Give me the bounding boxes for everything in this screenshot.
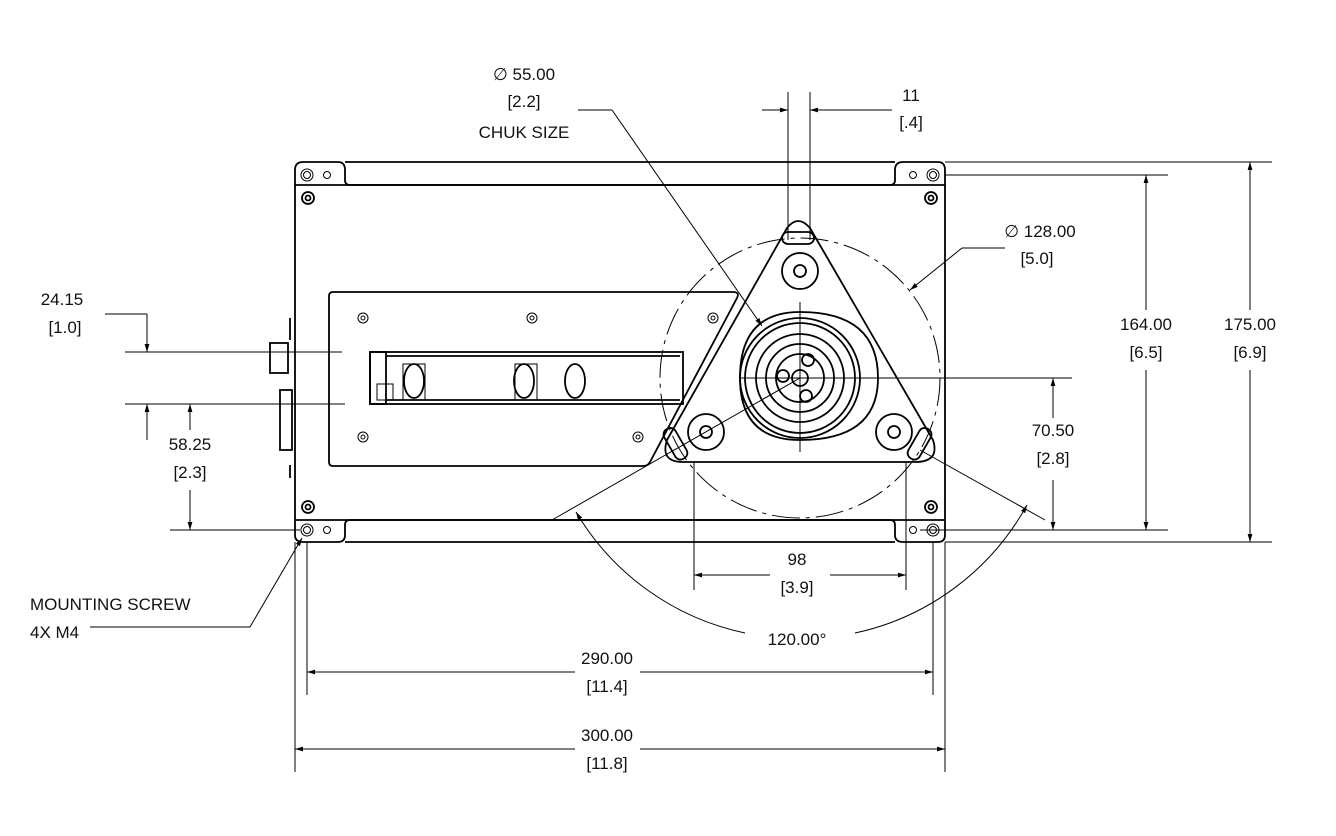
vacuum-chuck	[739, 311, 879, 441]
width-inner-inch: [11.4]	[586, 677, 627, 696]
chuck-diameter-value: ∅ 55.00	[493, 65, 555, 84]
circle-diameter-value: ∅ 128.00	[1004, 222, 1076, 241]
center-lines	[125, 302, 1072, 452]
dimension-lines	[90, 92, 1272, 772]
circle-diameter-inch: [5.0]	[1020, 249, 1053, 268]
height-outer-inch: [6.9]	[1233, 343, 1266, 362]
sample-clamp	[369, 351, 684, 405]
chuck-size-note: CHUK SIZE	[479, 123, 570, 142]
left-upper-value: 24.15	[41, 290, 84, 309]
width-outer-inch: [11.8]	[586, 754, 627, 773]
foot-spacing-value: 98	[788, 550, 807, 569]
top-offset-value: 11	[902, 86, 920, 105]
mounting-screws	[300, 168, 940, 537]
side-connector	[269, 318, 293, 478]
triangle-stage	[662, 220, 936, 463]
chuck-diameter-inch: [2.2]	[507, 92, 540, 111]
left-lower-value: 58.25	[169, 435, 212, 454]
foot-spacing-inch: [3.9]	[780, 578, 813, 597]
top-offset-inch: [.4]	[899, 113, 923, 132]
left-lower-inch: [2.3]	[173, 463, 206, 482]
angle-value: 120.00°	[768, 630, 827, 649]
width-inner-value: 290.00	[581, 649, 633, 668]
height-outer-value: 175.00	[1224, 315, 1276, 334]
sample-plate	[328, 291, 739, 467]
chuck-height-inch: [2.8]	[1036, 449, 1069, 468]
height-inner-inch: [6.5]	[1129, 343, 1162, 362]
left-upper-inch: [1.0]	[48, 318, 81, 337]
mounting-note-line2: 4X M4	[30, 623, 79, 642]
width-outer-value: 300.00	[581, 726, 633, 745]
dimension-labels: ∅ 55.00 [2.2] CHUK SIZE 11 [.4] ∅ 128.00…	[41, 65, 1276, 773]
mounting-note-line1: MOUNTING SCREW	[30, 595, 191, 614]
base-plate	[294, 161, 946, 543]
height-inner-value: 164.00	[1120, 315, 1172, 334]
chuck-height-value: 70.50	[1032, 421, 1075, 440]
